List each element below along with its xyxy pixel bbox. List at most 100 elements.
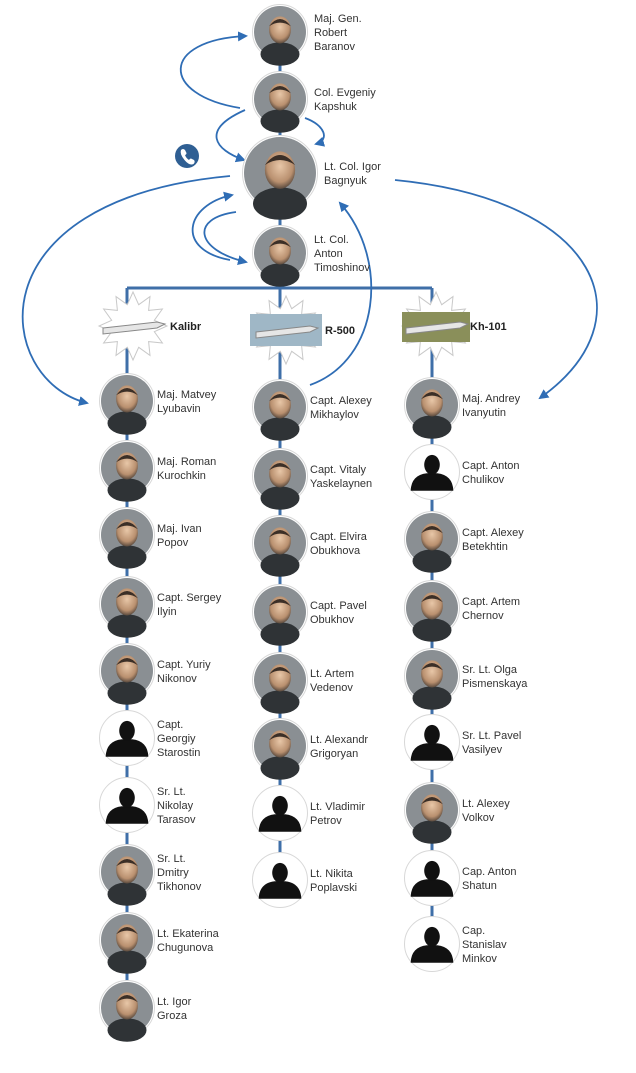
label-line: Grigoryan	[310, 748, 358, 760]
portrait-hair	[116, 522, 138, 530]
arrow-bagnyuk-to-ivanyutin	[394, 179, 598, 400]
label-line: Lt. Col.	[314, 234, 349, 246]
person-node	[99, 576, 155, 638]
portrait-shoulders	[107, 882, 147, 906]
label-line: Tarasov	[157, 814, 196, 826]
missile-label: Kh-101	[470, 321, 507, 333]
phone-icon-circle	[175, 144, 199, 168]
arrow-kapshuk-to-bagnyuk	[215, 109, 246, 163]
silhouette-head	[272, 862, 288, 883]
label-line: Petrov	[310, 815, 342, 827]
person-node	[252, 379, 308, 441]
person-node	[252, 718, 308, 780]
person-silhouette-icon	[410, 879, 454, 897]
person-node	[404, 714, 460, 770]
portrait-shoulders	[260, 109, 300, 133]
phone-handset	[180, 149, 195, 165]
arrow-bagnyuk-to-timoshinov	[203, 211, 248, 266]
silhouette-head	[424, 724, 440, 745]
portrait-shoulders	[260, 756, 300, 780]
label-line: Tikhonov	[157, 881, 202, 893]
label-line: Capt. Vitaly	[310, 464, 367, 476]
silhouette-head	[424, 926, 440, 947]
label-line: Sr. Lt.	[157, 853, 186, 865]
label-line: Lt. Alexandr	[310, 734, 368, 746]
label-line: Chugunova	[157, 942, 214, 954]
label-line: Cap.	[462, 925, 485, 937]
portrait-hair	[269, 19, 291, 27]
portrait-hair	[116, 388, 138, 396]
label-line: Dmitry	[157, 867, 189, 879]
portrait-shoulders	[260, 417, 300, 441]
person-node	[404, 511, 460, 573]
label-line: Nikonov	[157, 673, 197, 685]
label-line: Lt. Vladimir	[310, 801, 365, 813]
arrow-bagnyuk-to-lyubavin	[21, 175, 231, 406]
portrait-hair	[116, 591, 138, 599]
missile-header-kh-101: Kh-101	[400, 290, 507, 362]
portrait-hair	[116, 859, 138, 867]
missile-label: R-500	[325, 325, 355, 337]
label-line: Nikolay	[157, 800, 194, 812]
arrow-mikhaylov-to-bagnyuk	[309, 201, 373, 386]
label-line: Lt. Igor	[157, 996, 192, 1008]
person-node	[252, 515, 308, 577]
portrait-shoulders	[260, 486, 300, 510]
portrait-hair	[269, 667, 291, 675]
silhouette-head	[272, 795, 288, 816]
person-node-kapshuk	[252, 71, 308, 133]
person-node	[99, 777, 155, 833]
label-line: Capt.	[157, 719, 183, 731]
person-node	[99, 980, 155, 1042]
portrait-shoulders	[107, 1018, 147, 1042]
portrait-hair	[421, 392, 443, 400]
person-silhouette-icon	[410, 473, 454, 491]
portrait-shoulders	[412, 549, 452, 573]
person-silhouette-icon	[105, 739, 149, 757]
portrait-hair	[269, 394, 291, 402]
label-line: Kapshuk	[314, 101, 357, 113]
label-line: Lyubavin	[157, 403, 201, 415]
portrait-shoulders	[412, 820, 452, 844]
label-line: Capt. Yuriy	[157, 659, 211, 671]
missile-icon	[255, 325, 320, 339]
label-line: Maj. Andrey	[462, 393, 521, 405]
person-silhouette-icon	[105, 806, 149, 824]
label-line: Poplavski	[310, 882, 357, 894]
missile-header-kalibr: Kalibr	[97, 290, 202, 362]
label-line: Minkov	[462, 953, 497, 965]
label-line: Capt. Sergey	[157, 592, 222, 604]
label-line: Shatun	[462, 880, 497, 892]
label-line: Yaskelaynen	[310, 478, 372, 490]
person-node	[99, 507, 155, 569]
label-line: Col. Evgeniy	[314, 87, 376, 99]
person-node-baranov	[252, 4, 308, 66]
label-line: Betekhtin	[462, 541, 508, 553]
person-silhouette-icon	[410, 743, 454, 761]
label-line: Lt. Col. Igor	[324, 161, 381, 173]
label-line: Kurochkin	[157, 470, 206, 482]
person-node	[252, 785, 308, 841]
portrait-shoulders	[412, 415, 452, 439]
missile-icon	[405, 321, 470, 335]
missile-label: Kalibr	[170, 321, 202, 333]
label-line: Maj. Ivan	[157, 523, 202, 535]
portrait-shoulders	[260, 263, 300, 287]
missile-header-r-500: R-500	[250, 294, 355, 366]
person-silhouette-icon	[410, 945, 454, 963]
portrait-hair	[421, 797, 443, 805]
portrait-shoulders	[412, 618, 452, 642]
